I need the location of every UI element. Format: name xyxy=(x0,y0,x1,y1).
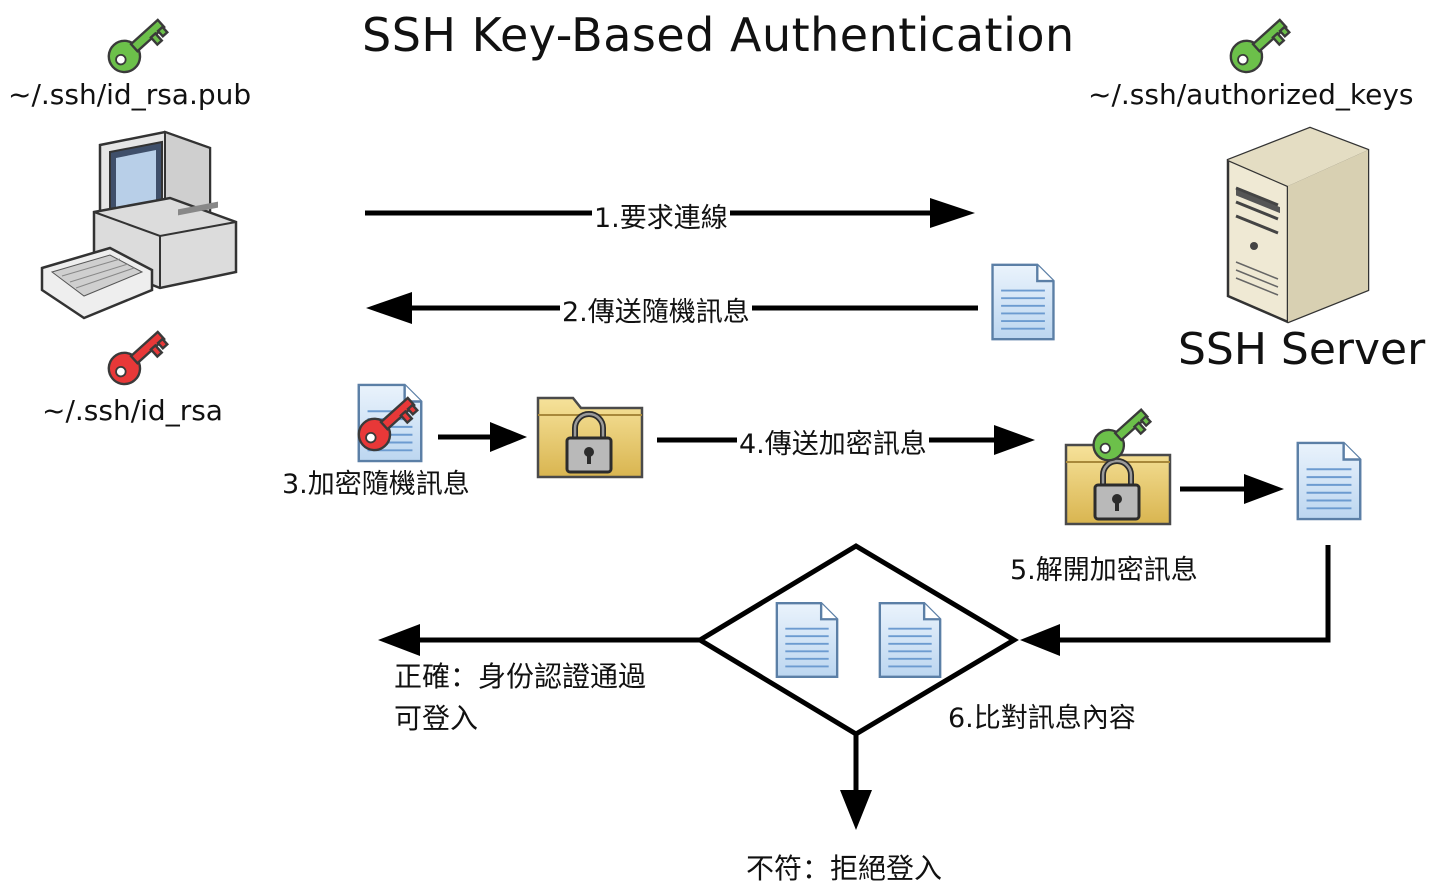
green-key-icon xyxy=(101,10,172,80)
success-line-1: 正確：身份認證通過 xyxy=(394,660,647,693)
server-icon xyxy=(1226,126,1370,324)
document-icon xyxy=(878,602,942,678)
arrow-to-decrypted xyxy=(1180,474,1284,504)
arrow-to-encrypt xyxy=(438,422,527,452)
document-icon xyxy=(991,263,1055,341)
arrow-fail xyxy=(840,734,872,830)
success-line-2: 可登入 xyxy=(394,702,479,735)
computer-icon xyxy=(40,130,238,320)
public-key-path: ~/.ssh/id_rsa.pub xyxy=(8,78,252,111)
arrow-to-compare xyxy=(1020,545,1331,656)
step-5-label: 5.解開加密訊息 xyxy=(1010,555,1198,586)
step-3-label: 3.加密隨機訊息 xyxy=(282,469,470,500)
document-icon xyxy=(775,602,839,678)
fail-result: 不符：拒絕登入 xyxy=(746,852,943,885)
diagram-title: SSH Key-Based Authentication xyxy=(362,8,1075,62)
arrow-success xyxy=(378,624,700,656)
red-key-icon xyxy=(101,322,172,392)
authorized-keys-path: ~/.ssh/authorized_keys xyxy=(1088,78,1414,111)
step-1-label: 1.要求連線 xyxy=(592,196,730,235)
server-label: SSH Server xyxy=(1178,324,1426,375)
document-icon xyxy=(1296,441,1362,521)
step-4-label: 4.傳送加密訊息 xyxy=(737,422,929,461)
green-key-icon xyxy=(1223,10,1294,80)
step-2-label: 2.傳送隨機訊息 xyxy=(560,290,752,329)
locked-folder-icon xyxy=(538,398,642,477)
success-result: 正確：身份認證通過 可登入 xyxy=(394,656,646,740)
step-6-label: 6.比對訊息內容 xyxy=(948,703,1136,734)
private-key-path: ~/.ssh/id_rsa xyxy=(42,394,223,427)
